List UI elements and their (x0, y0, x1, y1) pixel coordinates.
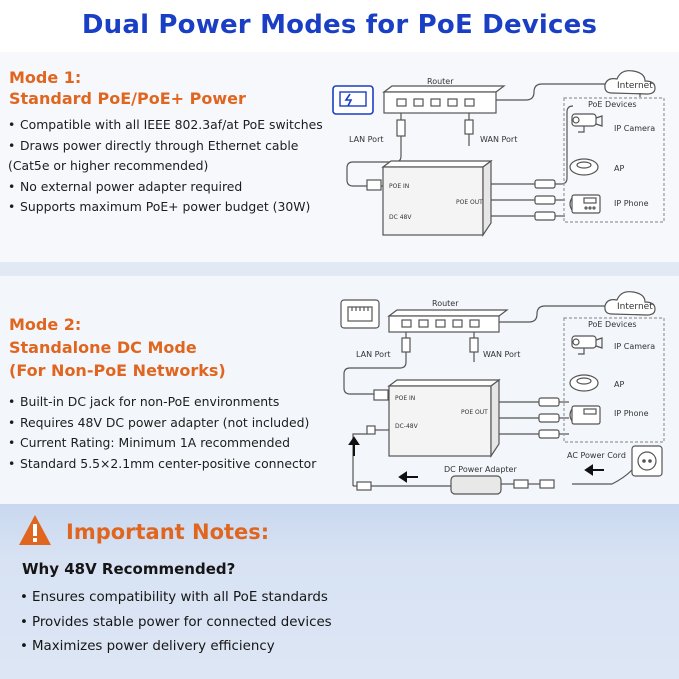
important-notes-panel: Important Notes: Why 48V Recommended? •E… (0, 504, 679, 679)
mode2-heading: Mode 2: (9, 315, 82, 334)
list-item: •Ensures compatibility with all PoE stan… (20, 590, 328, 605)
list-item: •Supports maximum PoE+ power budget (30W… (8, 199, 311, 214)
list-item: •Standard 5.5×2.1mm center-positive conn… (8, 455, 317, 471)
list-item: (Cat5e or higher recommended) (8, 158, 209, 173)
list-item: •Requires 48V DC power adapter (not incl… (8, 414, 310, 430)
notes-subtitle: Why 48V Recommended? (22, 560, 236, 578)
mode2-subheading-note: (For Non-PoE Networks) (9, 361, 226, 380)
mode1-bullet-list: •Compatible with all IEEE 802.3af/at PoE… (8, 115, 323, 218)
list-item: •Compatible with all IEEE 802.3af/at PoE… (8, 117, 323, 132)
list-item: •Maximizes power delivery efficiency (20, 639, 275, 654)
list-item: •Built-in DC jack for non-PoE environmen… (8, 394, 280, 409)
mode2-bullet-list: •Built-in DC jack for non-PoE environmen… (8, 392, 316, 474)
page-title: Dual Power Modes for PoE Devices (81, 10, 598, 40)
list-item: •Current Rating: Minimum 1A recommended (8, 435, 291, 450)
panel-divider (0, 262, 679, 276)
warning-icon (19, 515, 51, 545)
notes-bullet-list: •Ensures compatibility with all PoE stan… (20, 586, 332, 660)
mode1-heading: Mode 1: (9, 68, 82, 87)
list-item: •Provides stable power for connected dev… (20, 614, 332, 630)
mode2-subheading: Standalone DC Mode (9, 338, 197, 357)
notes-title: Important Notes: (66, 520, 270, 544)
mode1-subheading: Standard PoE/PoE+ Power (9, 89, 246, 108)
list-item: •Draws power directly through Ethernet c… (8, 137, 299, 153)
list-item: •No external power adapter required (8, 178, 243, 194)
